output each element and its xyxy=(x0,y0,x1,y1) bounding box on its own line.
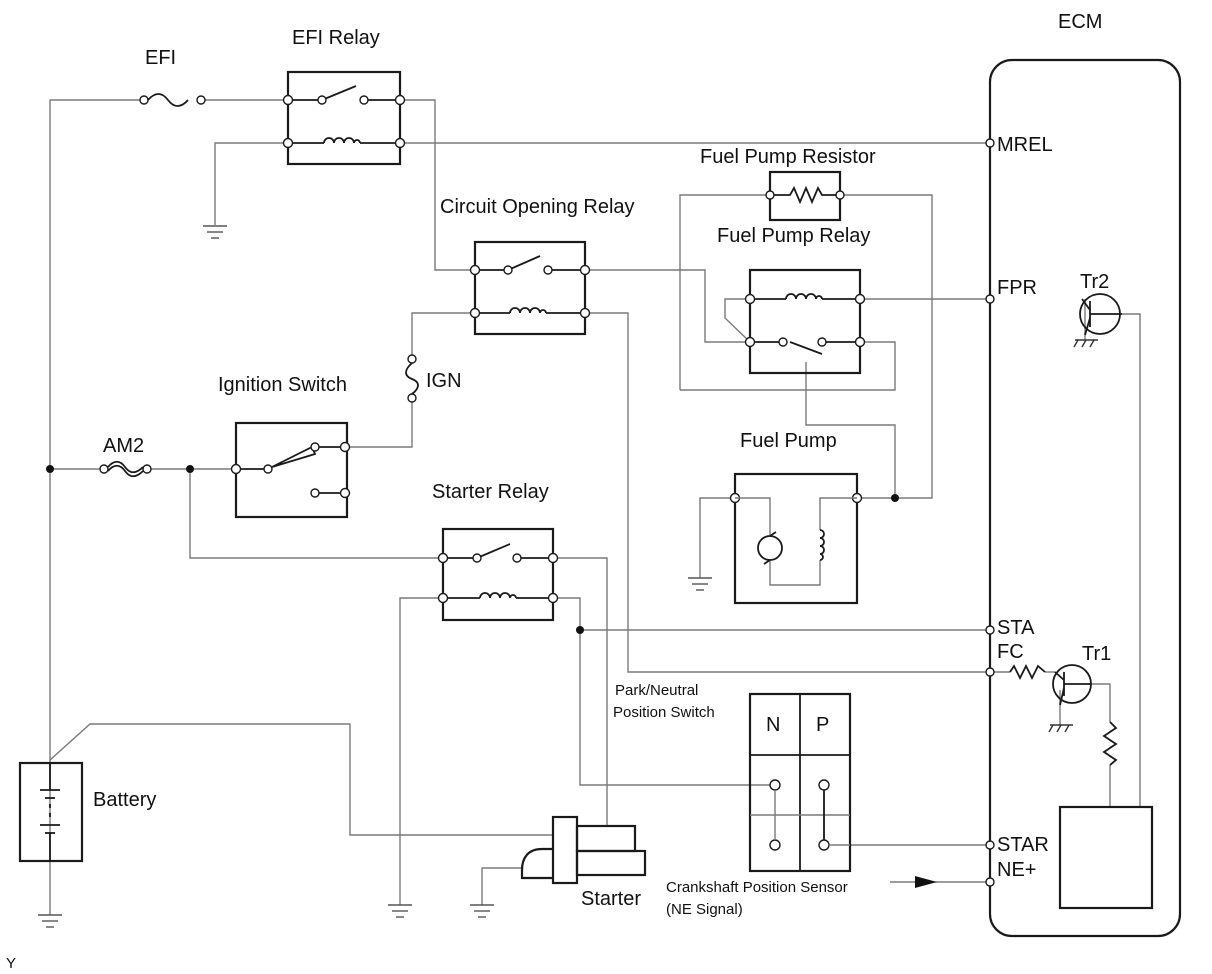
label-corner: Y xyxy=(6,955,16,972)
terminal-sta xyxy=(985,625,995,635)
label-starter: Starter xyxy=(581,888,641,910)
terminal-mrel xyxy=(985,138,995,148)
label-tr1: Tr1 xyxy=(1082,643,1111,665)
terminal-ne xyxy=(985,877,995,887)
junction-dots xyxy=(46,465,899,634)
ground-icon xyxy=(470,904,494,918)
labels: ECM EFI EFI Relay MREL Fuel Pump Resisto… xyxy=(6,11,1111,972)
label-tr2: Tr2 xyxy=(1080,271,1109,293)
chassis-ground-icon xyxy=(1048,724,1073,733)
label-star: STAR xyxy=(997,834,1049,856)
motor-icon xyxy=(757,535,783,561)
efi-fuse xyxy=(139,93,206,107)
label-p: P xyxy=(816,714,829,736)
ground-icon xyxy=(38,914,62,928)
label-ecm: ECM xyxy=(1058,11,1102,33)
label-starter-relay: Starter Relay xyxy=(432,481,549,503)
wiring xyxy=(49,99,1141,915)
ignition-switch xyxy=(230,421,351,519)
label-sta: STA xyxy=(997,617,1035,639)
ground-icon xyxy=(203,225,227,239)
label-am2: AM2 xyxy=(103,435,144,457)
label-fpr: FPR xyxy=(997,277,1037,299)
tr1-resistor-icon xyxy=(1102,721,1118,766)
label-efi: EFI xyxy=(145,47,176,69)
label-ign: IGN xyxy=(426,370,462,392)
ground-symbols xyxy=(38,225,1098,928)
label-ckp-line2: (NE Signal) xyxy=(666,901,743,918)
starter-relay xyxy=(437,527,559,622)
fuel-pump-relay xyxy=(744,268,866,375)
starter xyxy=(520,815,647,885)
label-fuel-pump-resistor: Fuel Pump Resistor xyxy=(700,146,876,168)
ne-signal-arrow-icon xyxy=(915,876,937,888)
label-pnp-line1: Park/Neutral xyxy=(615,682,698,699)
terminal-star xyxy=(985,840,995,850)
label-ignition-switch: Ignition Switch xyxy=(218,374,347,396)
terminal-fc xyxy=(985,667,995,677)
label-circuit-opening-relay: Circuit Opening Relay xyxy=(440,196,635,218)
coil-icon xyxy=(819,529,825,561)
terminal-fpr xyxy=(985,294,995,304)
am2-fuse xyxy=(99,460,152,478)
chassis-ground-icon xyxy=(1073,339,1098,348)
label-ckp-line1: Crankshaft Position Sensor xyxy=(666,879,848,896)
label-efi-relay: EFI Relay xyxy=(292,27,380,49)
fc-resistor-icon xyxy=(1009,663,1046,681)
label-fc: FC xyxy=(997,641,1024,663)
label-fuel-pump: Fuel Pump xyxy=(740,430,837,452)
park-neutral-position-switch xyxy=(748,692,852,873)
label-battery: Battery xyxy=(93,789,156,811)
fuel-pump-resistor xyxy=(765,170,845,222)
label-n: N xyxy=(766,714,780,736)
ground-icon xyxy=(688,577,712,591)
label-ne: NE+ xyxy=(997,859,1036,881)
battery xyxy=(18,761,84,863)
transistor-tr2 xyxy=(1079,293,1122,336)
ign-fuse xyxy=(405,354,419,403)
fuel-pump xyxy=(729,472,863,605)
ground-icon xyxy=(388,904,412,918)
transistor-tr1 xyxy=(1052,664,1092,706)
label-fuel-pump-relay: Fuel Pump Relay xyxy=(717,225,870,247)
circuit-opening-relay xyxy=(469,240,591,336)
label-mrel: MREL xyxy=(997,134,1053,156)
ecm-block xyxy=(985,58,1182,938)
label-pnp-line2: Position Switch xyxy=(613,704,715,721)
efi-relay xyxy=(282,70,406,166)
